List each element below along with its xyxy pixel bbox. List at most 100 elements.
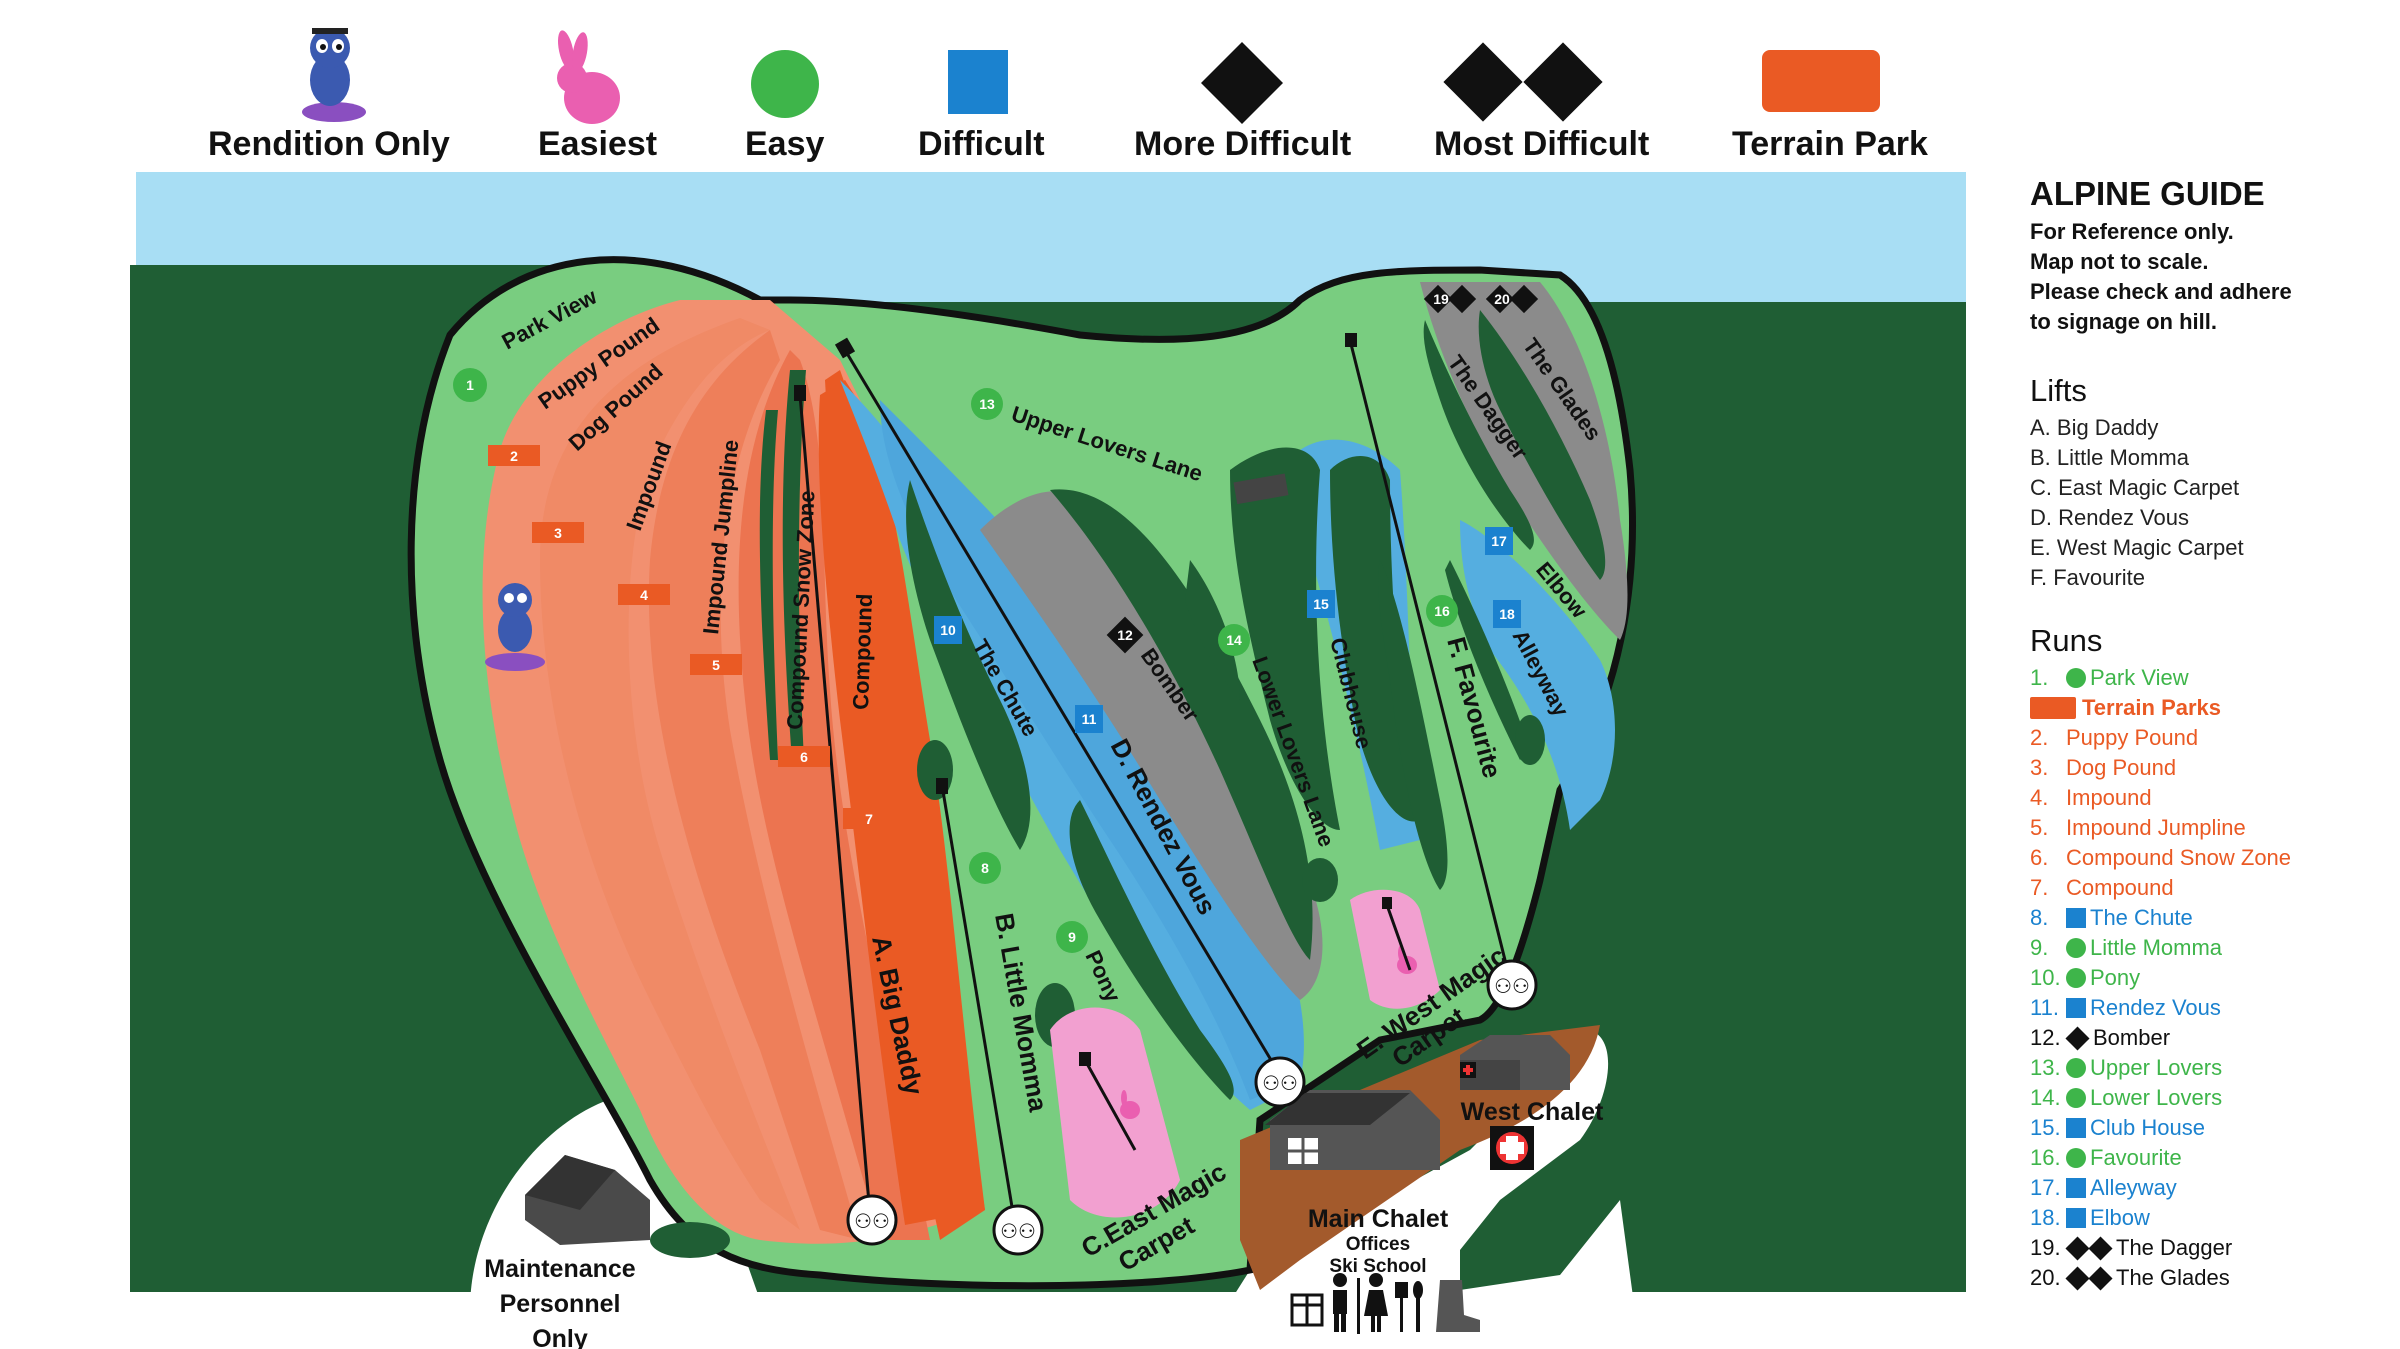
run-badge-11: 11 [1082,711,1097,727]
lift-lines [798,339,1512,1226]
blue-run-elbow [1460,520,1615,830]
run-number: 19. [2030,1235,2061,1260]
run-number: 10. [2030,965,2061,990]
run-badge-6: 6 [800,749,808,765]
black-diamond-icon [2065,1025,2090,1051]
run-number: 1. [2030,665,2049,690]
run-name: The Chute [2090,905,2193,930]
run-badge-20: 20 [1494,291,1510,307]
run-number: 17. [2030,1175,2061,1200]
green-circle-icon [2066,668,2086,688]
run-number: 8. [2030,905,2049,930]
run-badge-9: 9 [1068,929,1076,945]
legend-easy: Easy [745,125,824,163]
blue-run-rendez-vous [880,400,1304,1100]
maintenance-label-line3: Only [532,1325,588,1349]
run-name: Dog Pound [2066,755,2177,780]
ski-school-label: Ski School [1329,1256,1426,1277]
run-list-item: Terrain Parks [2030,693,2390,723]
legend-difficult: Difficult [918,125,1045,163]
green-circle-icon [2066,1058,2086,1078]
lifts-list: A. Big Daddy B. Little Momma C. East Mag… [2030,413,2390,593]
lift-list-item: B. Little Momma [2030,445,2189,470]
lift-top-terminals [794,333,1392,1066]
black-diamond-icon [2065,1265,2090,1291]
mascot-icon [485,583,545,671]
run-list-item: 1.Park View [2030,663,2390,693]
run-list-item: 17. Alleyway [2030,1173,2390,1203]
tree-line [1378,560,1448,890]
run-badge-7: 7 [865,811,873,827]
terrain-park-icon [2030,697,2078,719]
run-name: Lower Lovers [2090,1085,2223,1110]
blue-square-icon [2066,908,2086,928]
guide-note-line: Please check and adhere [2030,279,2292,304]
runs-heading: Runs [2030,623,2103,658]
gift-shop-icon [1290,1293,1324,1327]
run-name: Puppy Pound [2066,725,2199,750]
terrain-park-band-3 [648,330,860,1240]
blue-square-icon [2066,1208,2086,1228]
double-black-diamond-icon [2065,1235,2113,1261]
run-badge-1: 1 [466,377,474,393]
double-black-diamond-icon [1443,42,1603,122]
run-list-item: 2.Puppy Pound [2030,723,2390,753]
run-name: Upper Lovers [2090,1055,2223,1080]
main-chalet-building [1265,1090,1440,1170]
trail-compound: Compound [848,593,877,710]
run-name: The Glades [2116,1265,2230,1290]
run-number: 5. [2030,815,2049,840]
run-name: Rendez Vous [2090,995,2221,1020]
run-badge-14: 14 [1226,632,1242,648]
blue-square-icon [2066,1208,2086,1228]
run-name: Compound Snow Zone [2066,845,2292,870]
legend-terrain-park: Terrain Park [1732,125,1928,163]
place-labels: Maintenance Personnel Only Main Chalet O… [484,1098,1604,1349]
run-name: Little Momma [2090,935,2223,960]
green-circle-icon [2066,1148,2086,1168]
tree-line [1069,800,1234,1100]
run-number: 6. [2030,845,2049,870]
run-list-item: 10.Pony [2030,963,2390,993]
green-circle-icon [2066,938,2086,958]
run-list-item: 14. Lower Lovers [2030,1083,2390,1113]
run-name: Terrain Parks [2082,695,2222,720]
run-name: Compound [2066,875,2174,900]
first-aid-icon [1490,1126,1534,1170]
run-name: Impound Jumpline [2066,815,2246,840]
maintenance-building [525,1155,650,1245]
green-circle-icon [2066,968,2086,988]
run-badge-18: 18 [1499,606,1515,622]
gray-glades [1420,282,1628,640]
run-list-item: 4.Impound [2030,783,2390,813]
black-diamond-icon [2088,1235,2113,1261]
run-badge-16: 16 [1434,603,1450,619]
west-chalet-label: West Chalet [1461,1098,1604,1126]
run-name: Bomber [2093,1025,2171,1050]
blue-square-icon [2066,1178,2086,1198]
compound-main [818,380,985,1225]
run-number: 11. [2030,995,2059,1020]
run-name: Favourite [2090,1145,2182,1170]
green-circle-icon [2066,968,2086,988]
run-list-item: 8. The Chute [2030,903,2390,933]
tree-line [1478,310,1606,580]
run-number: 4. [2030,785,2049,810]
lift-list-item: D. Rendez Vous [2030,505,2189,530]
run-list-item: 3.Dog Pound [2030,753,2390,783]
run-number: 13. [2030,1055,2061,1080]
legend: Rendition Only Easiest Easy Difficult Mo… [208,28,1928,163]
run-name: Alleyway [2090,1175,2177,1200]
maintenance-label-line1: Maintenance [484,1255,636,1283]
tree-clump [650,1222,730,1258]
chairlift-icons: ⚇⚇ ⚇⚇ ⚇⚇ ⚇⚇ [846,959,1538,1256]
tree-line [759,410,778,760]
run-number: 14. [2030,1085,2061,1110]
run-list-item: 9.Little Momma [2030,933,2390,963]
bunny-icon [557,30,620,124]
run-name: Elbow [2090,1205,2150,1230]
mascot-icon [302,28,366,122]
legend-most-difficult: Most Difficult [1434,125,1649,163]
green-circle-icon [2066,1148,2086,1168]
green-circle-icon [2066,938,2086,958]
